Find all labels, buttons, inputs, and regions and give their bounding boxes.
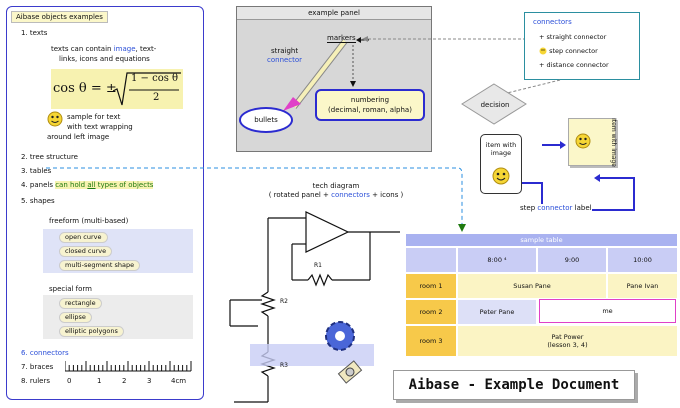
table-cell: Peter Pane	[457, 299, 537, 325]
ruler-tick-0: 0	[67, 377, 72, 385]
multi-segment-label: multi-segment shape	[59, 260, 141, 271]
special-form-label: special form	[49, 285, 92, 293]
image-link[interactable]: image	[113, 45, 136, 53]
ruler-tick-1: 1	[97, 377, 102, 385]
ruler-tick-3: 3	[147, 377, 152, 385]
list-item-shapes: 5. shapes	[21, 197, 55, 205]
connectors-title: connectors	[533, 18, 572, 26]
list-item-braces: 7. braces	[21, 363, 54, 371]
list-item-connectors: 6. connectors	[21, 349, 69, 357]
list-item-texts: 1. texts	[21, 29, 48, 37]
table-cell: Susan Pane	[457, 273, 607, 299]
resistor-label-1: R1	[314, 262, 322, 269]
document-title: Aibase - Example Document	[393, 370, 635, 400]
wrap-text-3: around left image	[47, 133, 110, 141]
brace-ruler-shape	[65, 361, 192, 372]
table-header-cell: 10:00	[607, 247, 678, 273]
table-row-header: room 2	[405, 299, 457, 325]
numbering-box: numbering(decimal, roman, alpha)	[315, 89, 425, 121]
straight-connector-item: + straight connector	[539, 33, 607, 41]
smiley-icon	[492, 167, 510, 185]
connectors-legend: connectors + straight connector step con…	[524, 12, 640, 80]
step-connector-item: step connector	[539, 47, 598, 55]
ruler-unit: 4cm	[171, 377, 187, 385]
list-item-tree: 2. tree structure	[21, 153, 78, 161]
smiley-icon	[539, 47, 547, 55]
freeform-label: freeform (multi-based)	[49, 217, 129, 225]
list-item-rulers: 8. rulers	[21, 377, 50, 385]
smiley-icon	[575, 133, 591, 149]
tilted-item-box: item with image	[568, 118, 617, 167]
decision-diamond	[461, 83, 527, 125]
resistor-label-3: R3	[280, 362, 288, 369]
table-header-cell: 9:00	[537, 247, 607, 273]
wrap-text-1: sample for text	[67, 113, 121, 121]
closed-curve-label: closed curve	[59, 246, 113, 257]
example-panel-title: example panel	[237, 7, 431, 20]
texts-description-2: links, icons and equations	[59, 55, 150, 63]
list-item-tables: 3. tables	[21, 167, 52, 175]
texts-description: texts can contain image, text-	[51, 45, 157, 53]
step-connector-label: step connector label	[520, 204, 592, 212]
elliptic-polygons-label: elliptic polygons	[59, 326, 124, 337]
distance-connector-item: + distance connector	[539, 61, 609, 69]
list-item-panels: 4. panels can hold all types of objects	[21, 181, 154, 189]
smiley-icon	[47, 111, 63, 129]
decision-label: decision	[480, 101, 510, 109]
objects-panel: Aibase objects examples 1. texts texts c…	[6, 6, 204, 400]
special-group: rectangle ellipse elliptic polygons	[43, 295, 193, 339]
table-cell-selected[interactable]: me	[539, 299, 676, 323]
table-header-cell: 8:00 ⁴	[457, 247, 537, 273]
gear-icon	[325, 321, 355, 351]
table-row-header: room 3	[405, 325, 457, 357]
rectangle-label: rectangle	[59, 298, 102, 309]
ruler-tick-2: 2	[122, 377, 127, 385]
ellipse-label: ellipse	[59, 312, 92, 323]
open-curve-label: open curve	[59, 232, 108, 243]
table-cell: Pane Ivan	[607, 273, 678, 299]
sqrt-symbol	[113, 72, 181, 106]
bullets-ellipse: bullets	[239, 107, 293, 133]
cd-icon	[337, 360, 363, 384]
wrap-text-2: with text wrapping	[67, 123, 133, 131]
table-title: sample table	[405, 233, 678, 247]
markers-label: markers	[327, 34, 356, 43]
tech-diagram-title: tech diagram ( rotated panel + connector…	[268, 182, 404, 199]
panel-title: Aibase objects examples	[11, 11, 108, 23]
freeform-group: open curve closed curve multi-segment sh…	[43, 229, 193, 273]
circuit-diagram	[229, 211, 400, 403]
table-cell: Pat Power(lesson 3, 4)	[457, 325, 678, 357]
resistor-label-2: R2	[280, 298, 288, 305]
equation: cos θ = ± 1 − cos θ 2	[51, 69, 183, 109]
sample-table: sample table 8:00 ⁴ 9:00 10:00 room 1 Su…	[405, 233, 678, 357]
table-row-header: room 1	[405, 273, 457, 299]
table-header-cell	[405, 247, 457, 273]
panel-connectors	[283, 37, 369, 111]
